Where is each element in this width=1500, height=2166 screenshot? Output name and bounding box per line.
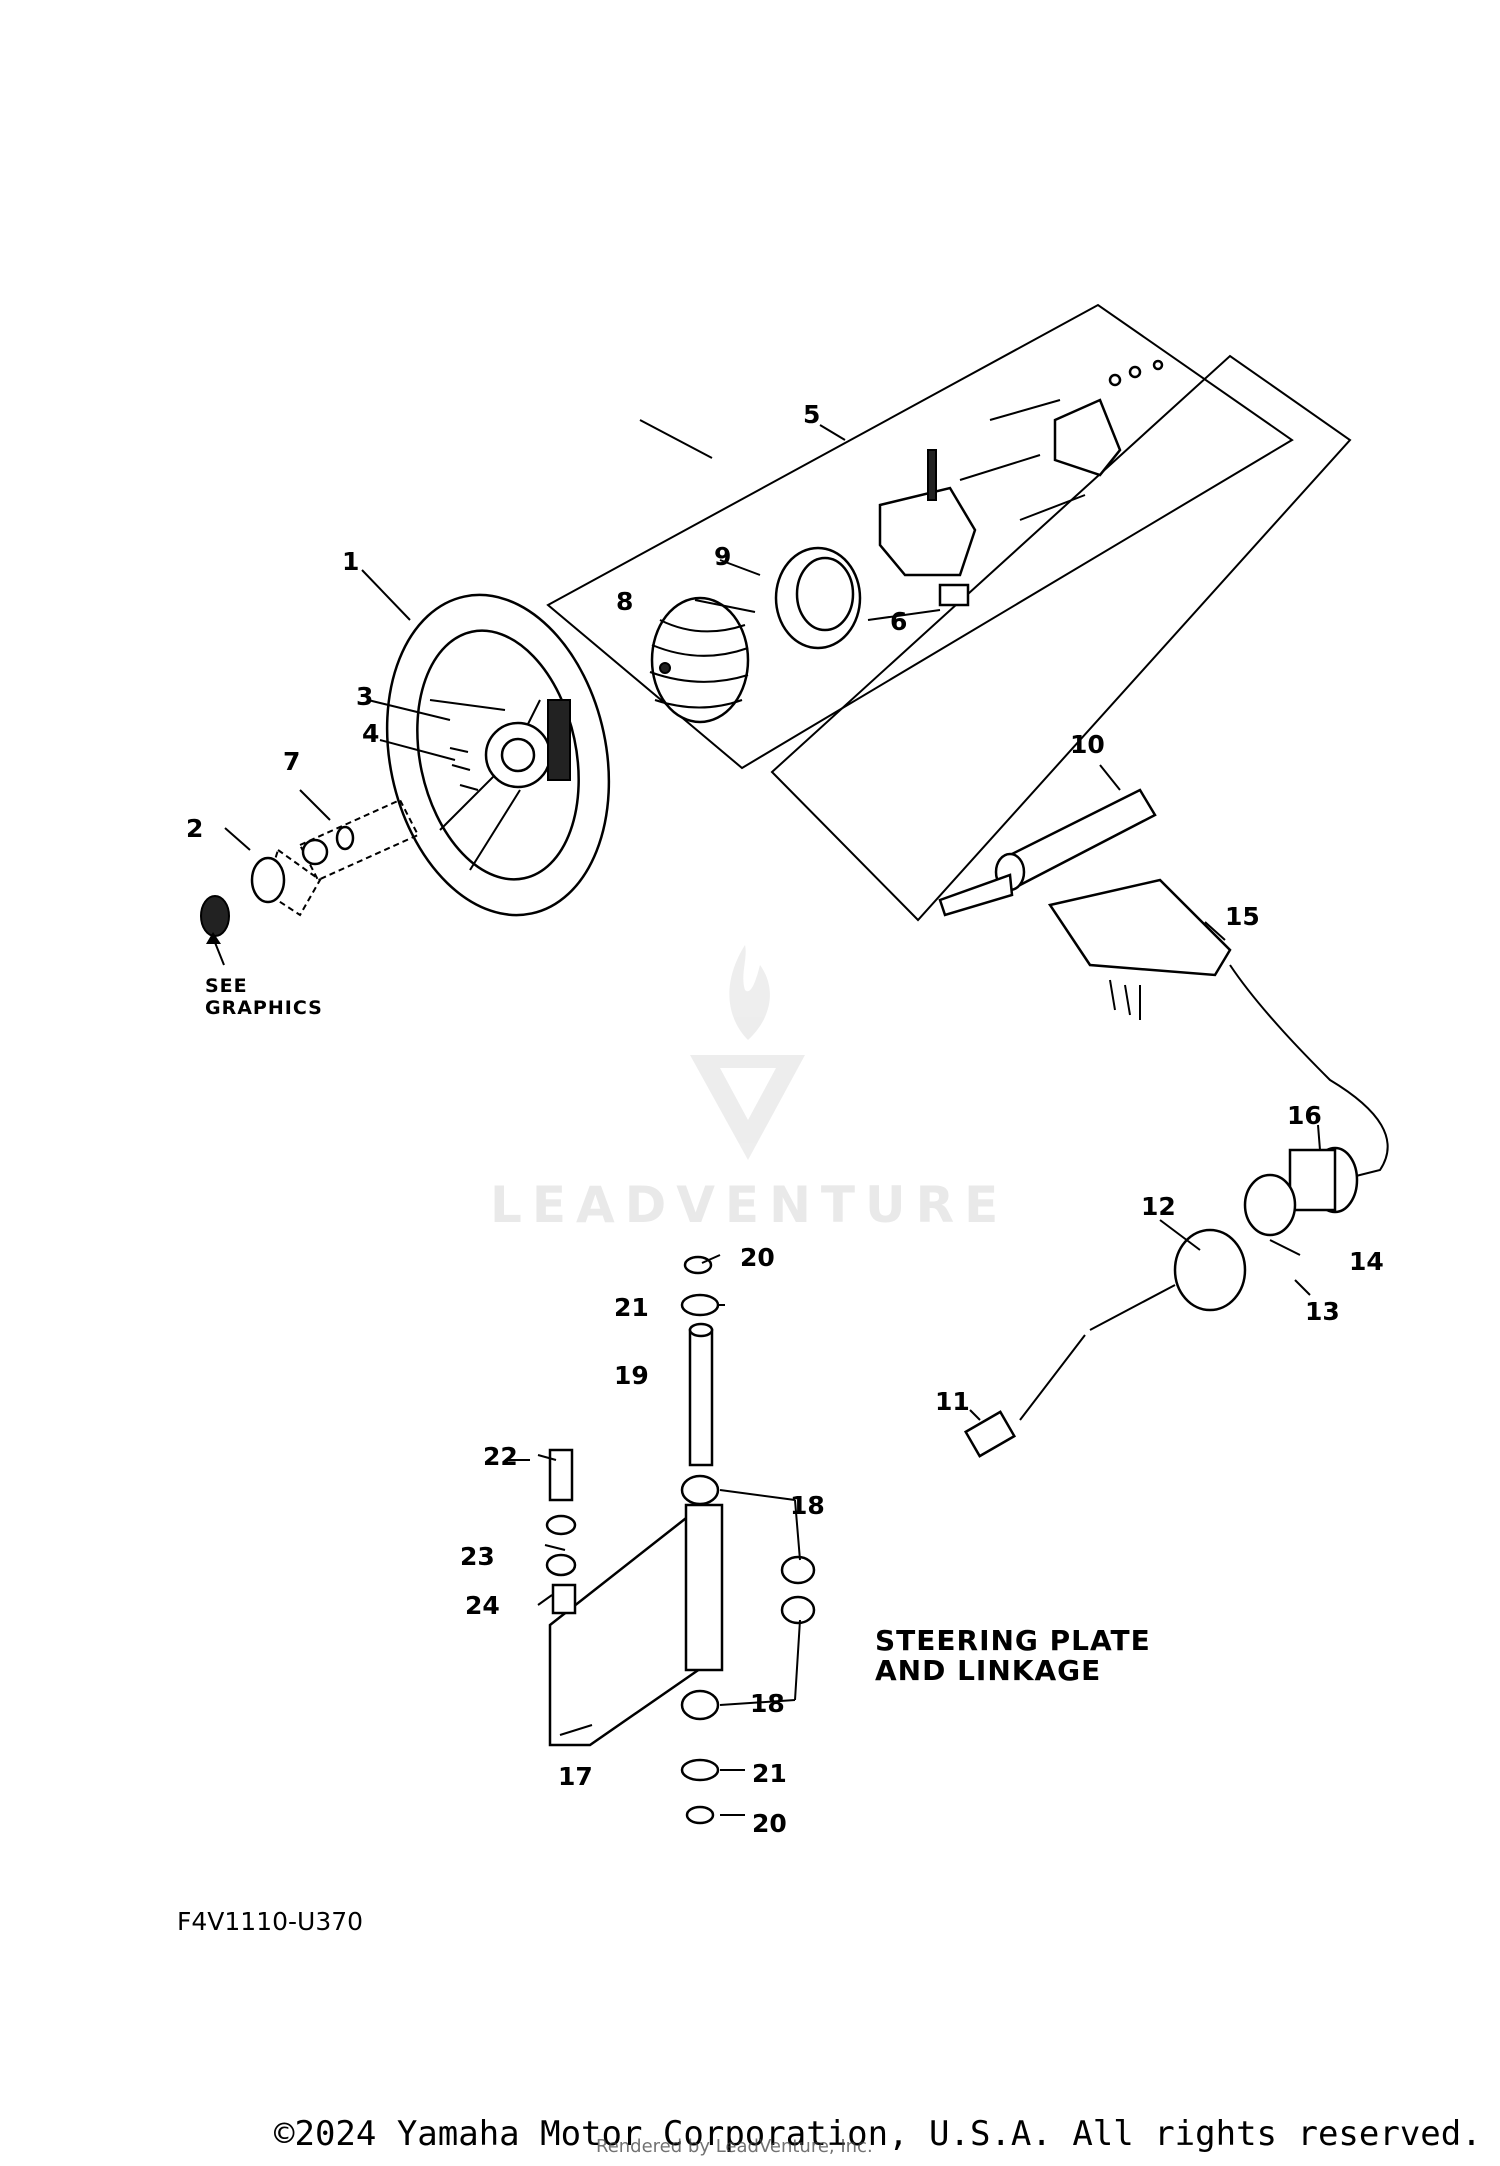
column-mechanism (878, 359, 1164, 607)
nut-and-washers (200, 747, 479, 937)
rendered-by-note: Rendered by LeadVenture, Inc. (596, 2136, 873, 2157)
callout-16: 16 (1287, 1101, 1322, 1130)
callout-3: 3 (356, 682, 373, 711)
callout-11: 11 (935, 1387, 970, 1416)
callout-20b: 20 (752, 1809, 787, 1838)
column-reference-box (770, 354, 1352, 922)
boot-and-cable (963, 1146, 1359, 1458)
callout-2: 2 (186, 814, 203, 843)
steering-plate (548, 1503, 724, 1747)
section-title-line1: STEERING PLATE (875, 1624, 1151, 1657)
callout-23: 23 (460, 1542, 495, 1571)
lever-assembly (938, 788, 1389, 1181)
diagram-code: F4V1110-U370 (177, 1907, 363, 1936)
see-graphics-line1: SEE (205, 975, 248, 997)
pin (688, 1322, 714, 1467)
callout-1: 1 (342, 547, 359, 576)
callout-5: 5 (803, 400, 820, 429)
callout-7: 7 (283, 747, 300, 776)
section-title-line2: AND LINKAGE (875, 1654, 1101, 1687)
callout-6: 6 (890, 607, 907, 636)
steering-wheel (385, 593, 611, 917)
hub-cone (649, 596, 750, 724)
callout-22: 22 (483, 1442, 518, 1471)
callout-18b: 18 (750, 1689, 785, 1718)
see-graphics-line2: GRAPHICS (205, 997, 323, 1019)
copyright-notice: ©2024 Yamaha Motor Corporation, U.S.A. A… (274, 2114, 1482, 2154)
callout-18a: 18 (790, 1491, 825, 1520)
callout-labels: 1 2 3 4 5 6 7 8 9 10 11 12 13 14 15 16 1… (186, 400, 1384, 1838)
callout-14: 14 (1349, 1247, 1384, 1276)
callout-8: 8 (616, 587, 633, 616)
callout-12: 12 (1141, 1192, 1176, 1221)
callout-10: 10 (1070, 730, 1105, 759)
callout-15: 15 (1225, 902, 1260, 931)
callout-21a: 21 (614, 1293, 649, 1322)
callout-20a: 20 (740, 1243, 775, 1272)
callout-24: 24 (465, 1591, 500, 1620)
callout-17: 17 (558, 1762, 593, 1791)
leader-lines (206, 419, 1321, 1816)
callout-21b: 21 (752, 1759, 787, 1788)
leadventure-watermark-logo (690, 945, 805, 1160)
watermark-text: LEADVENTURE (490, 1176, 1008, 1234)
callout-13: 13 (1305, 1297, 1340, 1326)
callout-4: 4 (362, 719, 379, 748)
ring (774, 546, 862, 650)
washers-and-nuts (545, 1255, 816, 1825)
callout-19: 19 (614, 1361, 649, 1390)
callout-9: 9 (714, 542, 731, 571)
